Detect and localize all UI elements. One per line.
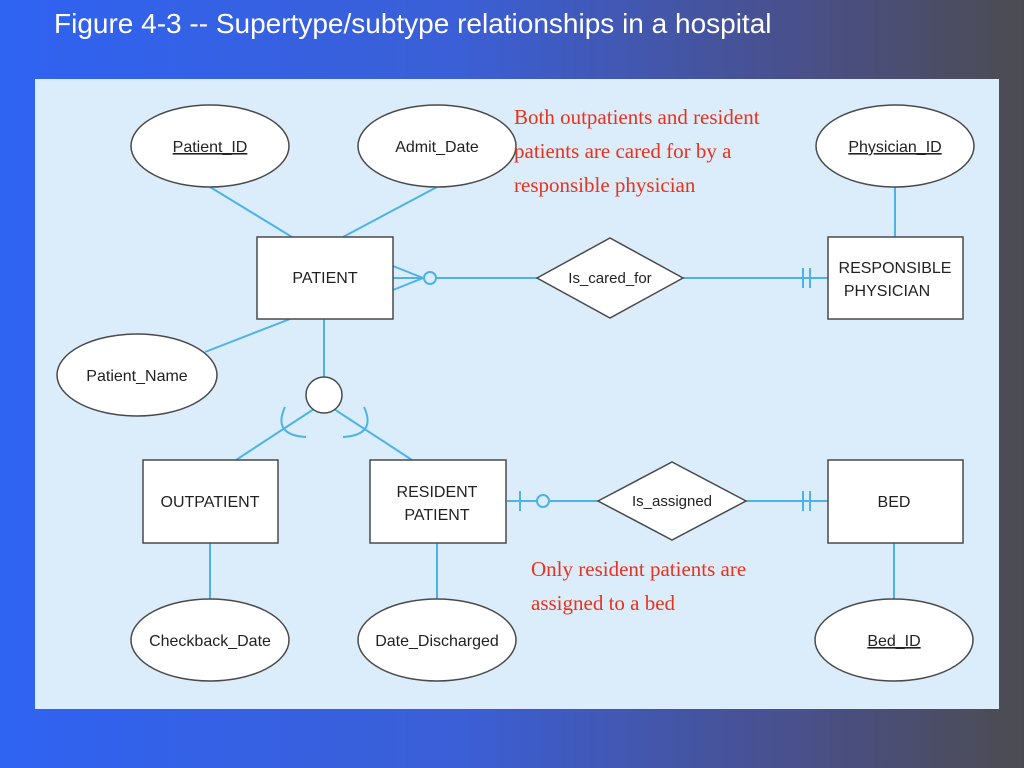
connector-lines	[204, 186, 896, 605]
label-patient-name: Patient_Name	[86, 368, 187, 385]
optional-circle-patient	[423, 271, 437, 285]
note-assigned-line1: Only resident patients are	[531, 557, 747, 581]
attr-checkback-date	[130, 598, 290, 682]
label-bed-id: Bed_ID	[867, 633, 920, 650]
entity-boxes	[142, 236, 964, 544]
label-entity-bed: BED	[878, 494, 911, 511]
attribute-ellipses	[56, 104, 975, 682]
rel-is-assigned	[596, 461, 748, 541]
label-checkback-date: Checkback_Date	[149, 633, 271, 650]
label-rel-is-cared-for: Is_cared_for	[568, 270, 651, 287]
line-subtype-outpatient	[235, 408, 315, 461]
label-admit-date: Admit_Date	[395, 139, 479, 156]
attr-patient-name	[56, 333, 218, 417]
slide-title: Figure 4-3 -- Supertype/subtype relation…	[54, 8, 772, 39]
line-subtype-resident	[333, 408, 413, 461]
label-entity-outpatient: OUTPATIENT	[161, 494, 260, 511]
label-entity-resident-line1: RESIDENT	[397, 484, 478, 501]
attr-bed-id	[814, 598, 974, 682]
note-assigned: Only resident patients are assigned to a…	[531, 552, 746, 620]
label-entity-physician-line1: RESPONSIBLE	[839, 260, 952, 277]
subset-arc-resident	[342, 406, 369, 438]
note-assigned-line2: assigned to a bed	[531, 591, 676, 615]
label-entity-resident-line2: PATIENT	[404, 507, 469, 524]
label-patient-id: Patient_ID	[173, 139, 248, 156]
attr-date-discharged	[357, 598, 517, 682]
attr-physician-id	[815, 104, 975, 188]
subset-arc-outpatient	[280, 406, 307, 438]
entity-outpatient	[142, 459, 279, 544]
note-cared-for-line3: responsible physician	[514, 173, 696, 197]
label-date-discharged: Date_Discharged	[375, 633, 499, 650]
attr-patient-id	[130, 104, 290, 188]
label-entity-patient: PATIENT	[292, 270, 357, 287]
subtype-circle	[305, 376, 343, 414]
label-physician-id: Physician_ID	[848, 139, 941, 156]
optional-circle-resident	[536, 494, 550, 508]
label-entity-physician-line2: PHYSICIAN	[844, 283, 930, 300]
entity-patient	[256, 236, 394, 320]
relationship-diamonds	[535, 237, 748, 541]
line-patient-name	[204, 318, 291, 353]
entity-resident-patient	[369, 459, 507, 544]
label-rel-is-assigned: Is_assigned	[632, 493, 712, 510]
line-patient-id	[209, 186, 293, 238]
attr-admit-date	[357, 104, 517, 188]
note-cared-for-line2: patients are cared for by a	[514, 139, 732, 163]
entity-bed	[827, 459, 964, 544]
rel-is-cared-for	[535, 237, 685, 319]
note-cared-for: Both outpatients and resident patients a…	[514, 100, 760, 202]
diagram-labels: Patient_ID Admit_Date Patient_Name Physi…	[86, 139, 951, 650]
note-cared-for-line1: Both outpatients and resident	[514, 105, 760, 129]
entity-responsible-physician	[827, 236, 964, 320]
line-admit-date	[342, 186, 438, 238]
